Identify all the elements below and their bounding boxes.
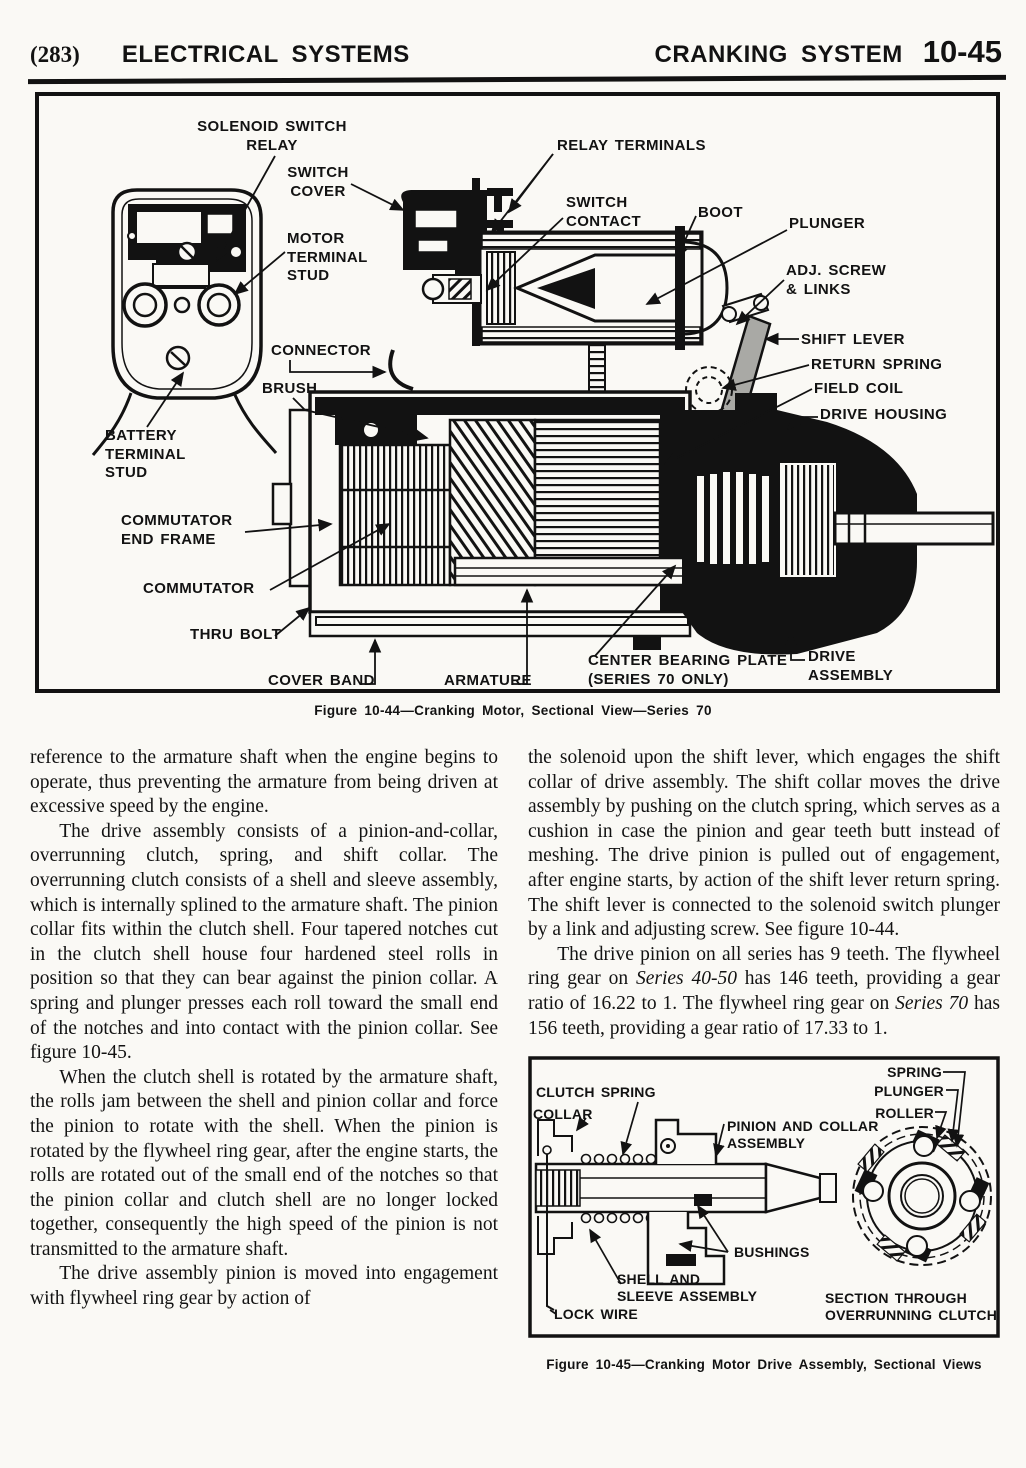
leader-lines: [549, 1071, 966, 1315]
label-field-coil: FIELD COIL: [814, 380, 904, 397]
motor-body: [271, 390, 692, 650]
label-relay-terminals: RELAY TERMINALS: [557, 137, 706, 154]
figure-10-44-drawing: [35, 92, 1000, 693]
overrunning-clutch-section: [852, 1126, 992, 1267]
body-paragraph: The drive assembly pinion is moved into …: [30, 1263, 498, 1310]
label-shift-lever: SHIFT LEVER: [801, 331, 905, 348]
label-commutator: COMMUTATOR: [143, 580, 255, 597]
label-brush: BRUSH: [262, 380, 318, 397]
label-boot: BOOT: [698, 204, 743, 221]
body-paragraph: The drive pinion on all series has 9 tee…: [528, 943, 1001, 1039]
label-plunger: PLUNGER: [789, 215, 866, 232]
relay-end-view: [91, 188, 278, 456]
label-bushings: BUSHINGS: [734, 1244, 810, 1261]
label-clutch-spring: CLUTCH SPRING: [536, 1084, 656, 1101]
label-commutator-end-frame: COMMUTATOR END FRAME: [121, 512, 233, 548]
header-rule: [27, 74, 1007, 85]
right-column: the solenoid upon the shift lever, which…: [528, 746, 1000, 1378]
label-lock-wire: LOCK WIRE: [554, 1306, 638, 1323]
label-motor-terminal-stud: MOTOR TERMINAL STUD: [287, 230, 368, 285]
solenoid-switch: [388, 178, 729, 395]
label-spring: SPRING: [887, 1064, 942, 1081]
label-collar: COLLAR: [533, 1106, 593, 1123]
chapter-title: CRANKING SYSTEM: [654, 41, 903, 68]
label-solenoid-switch-relay: SOLENOID SWITCH RELAY: [197, 118, 347, 154]
body-paragraph: The drive assembly consists of a pinion-…: [30, 820, 498, 1064]
label-battery-terminal-stud: BATTERY TERMINAL STUD: [105, 427, 186, 482]
body-paragraph: the solenoid upon the shift lever, which…: [528, 747, 1000, 941]
label-drive-housing: DRIVE HOUSING: [820, 406, 948, 423]
label-connector: CONNECTOR: [271, 342, 371, 359]
drive-shaft-section: [534, 1118, 837, 1311]
figure-10-44-caption: Figure 10-44—Cranking Motor, Sectional V…: [314, 703, 712, 718]
label-switch-cover: SWITCH COVER: [287, 164, 349, 200]
label-drive-assembly: DRIVE ASSEMBLY: [808, 648, 894, 684]
page-header: (283) ELECTRICAL SYSTEMS CRANKING SYSTEM…: [30, 34, 1002, 70]
figure-10-45-drawing: [528, 1056, 1000, 1338]
label-return-spring: RETURN SPRING: [811, 356, 943, 373]
label-roller: ROLLER: [875, 1105, 934, 1122]
label-shell-and-sleeve-assembly: SHELL AND SLEEVE ASSEMBLY: [617, 1271, 758, 1305]
page-code: 10-45: [922, 34, 1002, 69]
body-paragraph: When the clutch shell is rotated by the …: [30, 1066, 498, 1260]
label-armature: ARMATURE: [444, 672, 532, 689]
figure-10-44: SOLENOID SWITCH RELAY SWITCH COVER RELAY…: [35, 92, 1000, 693]
label-adj-screw-links: ADJ. SCREW & LINKS: [786, 262, 887, 298]
figure-10-45-caption: Figure 10-45—Cranking Motor Drive Assemb…: [546, 1357, 982, 1373]
page-number: (283): [30, 42, 80, 67]
label-thru-bolt: THRU BOLT: [190, 626, 282, 643]
body-paragraph: reference to the armature shaft when the…: [30, 747, 498, 818]
drive-housing-group: [682, 393, 995, 655]
leader-lines: [146, 153, 818, 685]
label-switch-contact: SWITCH CONTACT: [566, 194, 642, 230]
left-column: reference to the armature shaft when the…: [30, 746, 498, 1312]
label-plunger: PLUNGER: [874, 1083, 944, 1100]
figure-10-45: CLUTCH SPRING COLLAR PINION AND COLLAR A…: [528, 1056, 1000, 1338]
label-pinion-and-collar-assembly: PINION AND COLLAR ASSEMBLY: [727, 1118, 879, 1152]
label-center-bearing-plate: CENTER BEARING PLATE (SERIES 70 ONLY): [588, 652, 788, 688]
section-title: ELECTRICAL SYSTEMS: [121, 41, 410, 68]
label-cover-band: COVER BAND: [268, 672, 375, 689]
label-section-through-overrunning-clutch: SECTION THROUGH OVERRUNNING CLUTCH: [825, 1290, 998, 1324]
